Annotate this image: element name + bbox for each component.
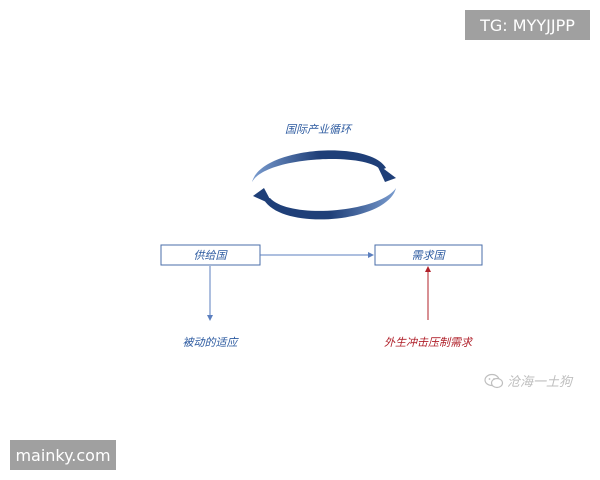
passive-adaptation-label: 被动的适应	[183, 336, 240, 349]
demand-node: 需求国	[374, 244, 483, 266]
shock-label: 外生冲击压制需求	[384, 336, 474, 349]
tg-tag: TG: MYYJJPP	[465, 10, 590, 40]
watermark-text: 沧海一土狗	[507, 375, 573, 390]
watermark: 沧海一土狗	[484, 371, 572, 390]
cycle-arrow-top	[252, 150, 396, 182]
site-tag: mainky.com	[10, 440, 116, 470]
supply-node-label: 供给国	[194, 249, 229, 262]
cycle-arrow-bottom	[253, 188, 396, 220]
wechat-icon	[484, 373, 504, 388]
supply-node: 供给国	[160, 244, 261, 266]
demand-node-label: 需求国	[412, 249, 447, 262]
cycle-label: 国际产业循环	[285, 123, 353, 136]
